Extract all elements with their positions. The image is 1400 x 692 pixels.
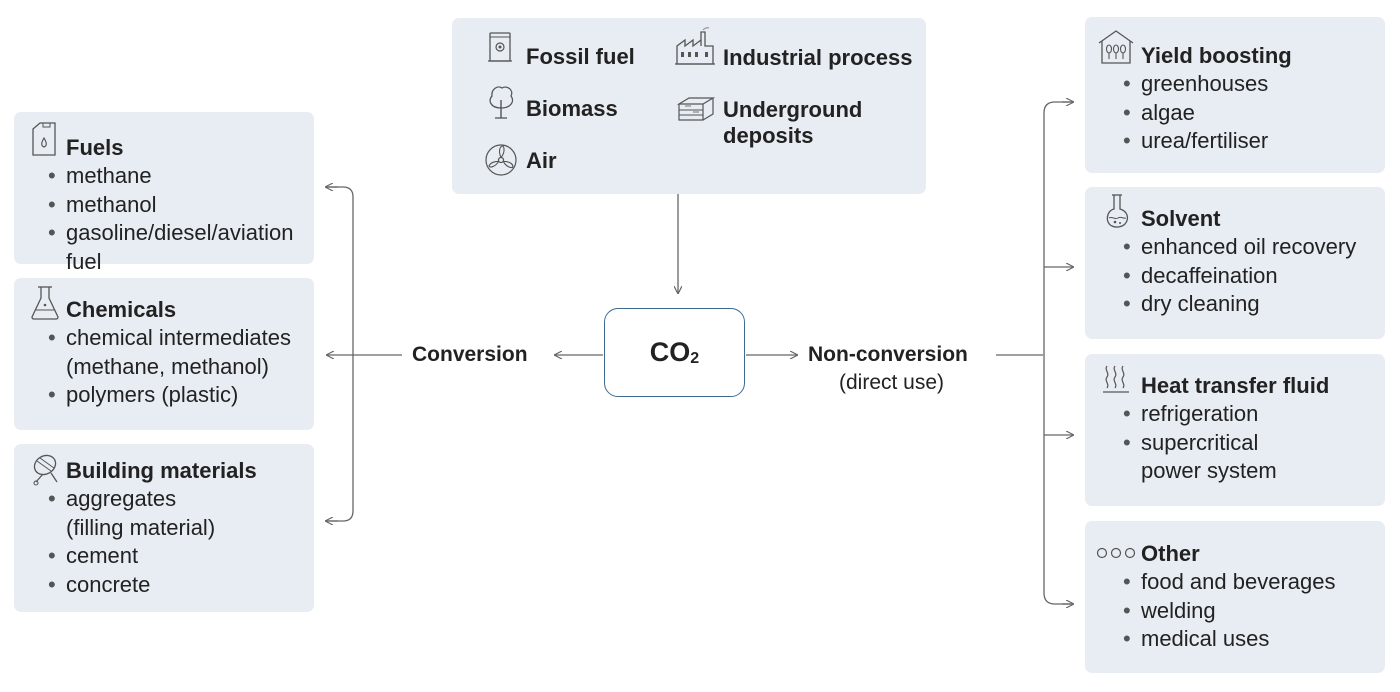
source-underground-line2: deposits (723, 123, 814, 148)
chemicals-list: chemical intermediates (methane, methano… (48, 324, 291, 410)
list-item: methanol (48, 191, 294, 220)
list-item: methane (48, 162, 294, 191)
solvent-list: enhanced oil recovery decaffeination dry… (1123, 233, 1356, 319)
list-item: greenhouses (1123, 70, 1268, 99)
list-item: polymers (plastic) (48, 381, 291, 410)
heat-title: Heat transfer fluid (1141, 373, 1330, 398)
list-item: fuel (66, 248, 102, 274)
factory-icon (675, 27, 715, 65)
list-item: algae (1123, 99, 1268, 128)
list-item: urea/fertiliser (1123, 127, 1268, 156)
beaker-icon (1106, 194, 1129, 228)
list-item: refrigeration (1123, 400, 1277, 429)
source-air: Air (526, 148, 557, 173)
solvent-title: Solvent (1141, 206, 1221, 231)
non-conversion-label: Non-conversion (808, 343, 968, 366)
rock-layers-icon (677, 97, 715, 121)
list-item: chemical intermediates (48, 324, 291, 353)
list-item: supercritical (1123, 429, 1277, 458)
list-item: decaffeination (1123, 262, 1356, 291)
list-item: power system (1141, 458, 1277, 483)
building-title: Building materials (66, 458, 257, 483)
co2-main: CO (649, 337, 691, 367)
heat-list: refrigeration supercritical power system (1123, 400, 1277, 486)
heat-waves-icon (1103, 365, 1129, 393)
fuels-list: methane methanol gasoline/diesel/aviatio… (48, 162, 294, 276)
yield-title: Yield boosting (1141, 43, 1292, 68)
list-item: (methane, methanol) (66, 353, 269, 379)
greenhouse-icon (1098, 30, 1134, 64)
three-circles-icon (1096, 547, 1136, 559)
other-title: Other (1141, 541, 1200, 566)
fuel-can-icon (32, 122, 56, 156)
non-conversion-sublabel: (direct use) (839, 371, 945, 394)
list-item: dry cleaning (1123, 290, 1356, 319)
list-item: medical uses (1123, 625, 1336, 654)
chemicals-title: Chemicals (66, 297, 177, 322)
tree-icon (489, 86, 514, 119)
list-item: (filling material) (66, 514, 216, 540)
source-fossil-fuel: Fossil fuel (526, 44, 635, 69)
flask-icon (31, 286, 59, 320)
source-biomass: Biomass (526, 96, 618, 121)
source-underground-line1: Underground (723, 97, 863, 122)
building-list: aggregates (filling material) cement con… (48, 485, 215, 599)
fuels-title: Fuels (66, 135, 124, 160)
list-item: food and beverages (1123, 568, 1336, 597)
wind-turbine-icon (485, 144, 517, 176)
yield-list: greenhouses algae urea/fertiliser (1123, 70, 1268, 156)
source-underground-deposits: Underground deposits (723, 97, 862, 149)
list-item: aggregates (48, 485, 215, 514)
co2-subscript: 2 (690, 349, 700, 367)
list-item: welding (1123, 597, 1336, 626)
right-bracket (1043, 101, 1073, 605)
left-bracket (327, 186, 354, 522)
list-item: gasoline/diesel/aviation (48, 219, 294, 248)
list-item: enhanced oil recovery (1123, 233, 1356, 262)
source-industrial-process: Industrial process (723, 45, 913, 70)
oil-barrel-icon (488, 32, 512, 62)
cement-mixer-icon (33, 454, 58, 486)
other-list: food and beverages welding medical uses (1123, 568, 1336, 654)
list-item: concrete (48, 571, 215, 600)
list-item: cement (48, 542, 215, 571)
conversion-label: Conversion (412, 343, 528, 366)
